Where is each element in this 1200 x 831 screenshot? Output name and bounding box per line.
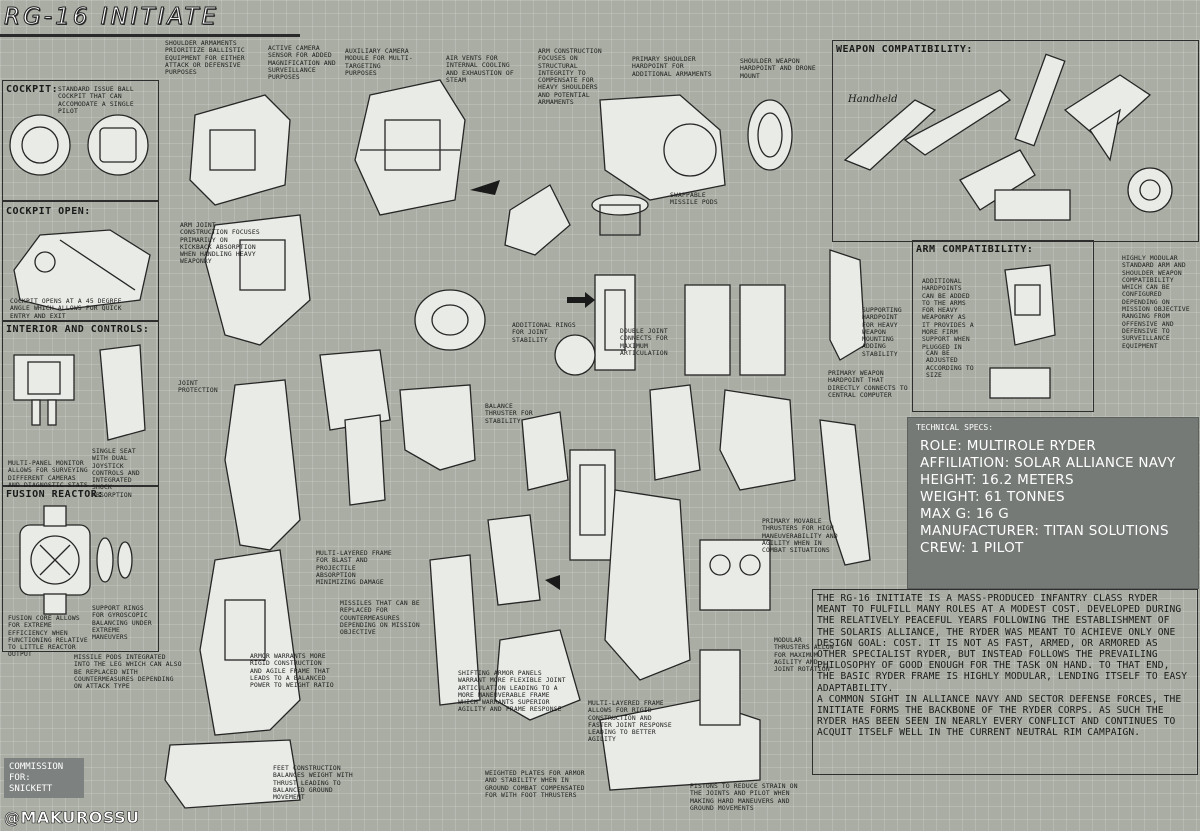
title-underline xyxy=(0,34,300,37)
note-cockpit-seat: STANDARD ISSUE BALL COCKPIT THAT CAN ACC… xyxy=(58,86,134,115)
cockpit-ball-sketch xyxy=(9,114,149,176)
spec-line: CREW: 1 PILOT xyxy=(920,540,1024,556)
cockpit-panel xyxy=(2,80,159,202)
fusion-panel xyxy=(2,485,159,652)
note-multilayered-frame: MULTI-LAYERED FRAME FOR BLAST AND PROJEC… xyxy=(316,550,392,587)
note-armor-warrants: ARMOR WARRANTS MORE RIGID CONSTRUCTION A… xyxy=(250,653,334,690)
note-monitor: MULTI-PANEL MONITOR ALLOWS FOR SURVEYING… xyxy=(8,460,88,489)
fusion-panel-title: FUSION REACTOR: xyxy=(6,489,104,500)
cockpit-panel-title: COCKPIT: xyxy=(6,84,59,95)
note-primary-shoulder: PRIMARY SHOULDER HARDPOINT FOR ADDITIONA… xyxy=(632,56,712,78)
commission-badge: COMMISSION FOR: SNICKETT xyxy=(4,758,84,798)
note-missile-pods-leg: MISSILE PODS INTEGRATED INTO THE LEG WHI… xyxy=(74,654,182,691)
cockpit-open-panel xyxy=(2,200,159,322)
spec-line: HEIGHT: 16.2 METERS xyxy=(920,472,1074,488)
arm-compat-panel xyxy=(912,240,1094,412)
note-missiles: MISSILES THAT CAN BE REPLACED FOR COUNTE… xyxy=(340,600,420,637)
note-arm-construction: ARM CONSTRUCTION FOCUSES ON STRUCTURAL I… xyxy=(538,48,602,107)
note-arm-joint: ARM JOINT CONSTRUCTION FOCUSES PRIMARILY… xyxy=(180,222,260,266)
note-swappable-missile: SWAPPABLE MISSILE PODS xyxy=(670,192,718,207)
page-title: RG-16 INITIATE xyxy=(4,4,219,31)
central-parts-sketch xyxy=(414,184,866,376)
note-pistons: PISTONS TO REDUCE STRAIN ON THE JOINTS A… xyxy=(690,783,798,812)
note-cockpit-open: COCKPIT OPENS AT A 45 DEGREE ANGLE WHICH… xyxy=(10,298,122,320)
cockpit-open-sketch xyxy=(13,229,151,311)
spec-line: WEIGHT: 61 TONNES xyxy=(920,489,1065,505)
handheld-label: Handheld xyxy=(848,94,898,105)
description-panel: THE RG-16 INITIATE IS A MASS-PRODUCED IN… xyxy=(812,589,1198,775)
note-shifting-armor: SHIFTING ARMOR PANELS WARRANT MORE FLEXI… xyxy=(458,670,566,714)
interior-panel-title: INTERIOR AND CONTROLS: xyxy=(6,324,150,335)
direction-arrows xyxy=(470,180,595,590)
note-air-vents: AIR VENTS FOR INTERNAL COOLING AND EXHAU… xyxy=(446,55,514,84)
note-auxiliary-camera: AUXILIARY CAMERA MODULE FOR MULTI-TARGET… xyxy=(345,48,413,77)
note-feet-construction: FEET CONSTRUCTION BALANCES WEIGHT WITH T… xyxy=(273,765,353,802)
note-multilayered-leg: MULTI-LAYERED FRAME ALLOWS FOR RIGID CON… xyxy=(588,700,672,744)
spec-line: MANUFACTURER: TITAN SOLUTIONS xyxy=(920,523,1169,539)
head-torso-sketch xyxy=(354,79,793,216)
spec-line: MAX G: 16 G xyxy=(920,506,1009,522)
note-primary-movable: PRIMARY MOVABLE THRUSTERS FOR HIGH MANEU… xyxy=(762,518,838,555)
interior-panel xyxy=(2,320,159,487)
reactor-sketch xyxy=(19,505,133,615)
note-shoulder-armaments: SHOULDER ARMAMENTS PRIORITIZE BALLISTIC … xyxy=(165,40,245,77)
weapon-compat-panel xyxy=(832,40,1199,242)
note-support-rings: SUPPORT RINGS FOR GYROSCOPIC BALANCING U… xyxy=(92,605,152,642)
right-leg-sketch xyxy=(494,489,771,791)
description-paragraph-2: A COMMON SIGHT IN ALLIANCE NAVY AND SECT… xyxy=(817,693,1182,739)
note-modular-thrusters: MODULAR THRUSTERS ALLOW FOR MAXIMUM AGIL… xyxy=(774,637,834,674)
note-additional-rings: ADDITIONAL RINGS FOR JOINT STABILITY xyxy=(512,322,576,344)
cockpit-open-panel-title: COCKPIT OPEN: xyxy=(6,206,91,217)
description-paragraph-1: THE RG-16 INITIATE IS A MASS-PRODUCED IN… xyxy=(817,593,1188,694)
note-primary-weapon: PRIMARY WEAPON HARDPOINT THAT DIRECTLY C… xyxy=(828,370,908,399)
torso-middle-sketch xyxy=(319,349,871,566)
note-double-joint: DOUBLE JOINT CONNECTS FOR MAXIMUM ARTICU… xyxy=(620,328,668,357)
note-seat: SINGLE SEAT WITH DUAL JOYSTICK CONTROLS … xyxy=(92,448,140,499)
interior-sketch xyxy=(13,344,146,441)
note-shoulder-weapon: SHOULDER WEAPON HARDPOINT AND DRONE MOUN… xyxy=(740,58,816,80)
note-joint-protection: JOINT PROTECTION xyxy=(178,380,218,395)
note-can-be-adjusted: CAN BE ADJUSTED ACCORDING TO SIZE xyxy=(926,350,974,379)
note-additional-hardpoints: ADDITIONAL HARDPOINTS CAN BE ADDED TO TH… xyxy=(922,278,974,351)
spec-line: ROLE: MULTIROLE RYDER xyxy=(920,438,1097,454)
arm-compat-sketch xyxy=(989,264,1056,399)
note-fusion-core: FUSION CORE ALLOWS FOR EXTREME EFFICIENC… xyxy=(8,615,88,659)
artist-handle: @MAKUROSSU xyxy=(4,808,140,828)
note-active-camera: ACTIVE CAMERA SENSOR FOR ADDED MAGNIFICA… xyxy=(268,45,336,82)
note-balance-thruster: BALANCE THRUSTER FOR STABILITY xyxy=(485,403,533,425)
note-weighted-plates: WEIGHTED PLATES FOR ARMOR AND STABILITY … xyxy=(485,770,585,799)
commission-line-2: SNICKETT xyxy=(9,784,53,794)
left-shoulder-sketch xyxy=(189,94,311,346)
weapon-compat-title: WEAPON COMPATIBILITY: xyxy=(836,44,973,55)
note-supporting-hardpoint: SUPPORTING HARDPOINT FOR HEAVY WEAPON MO… xyxy=(862,307,902,358)
left-leg-sketch xyxy=(164,379,541,809)
weapons-sketch xyxy=(843,53,1173,221)
specs-heading: TECHNICAL SPECS: xyxy=(916,423,994,432)
spec-line: AFFILIATION: SOLAR ALLIANCE NAVY xyxy=(920,455,1176,471)
commission-line-1: COMMISSION FOR: xyxy=(9,762,64,783)
arm-compat-title: ARM COMPATIBILITY: xyxy=(916,244,1034,255)
note-highly-modular: HIGHLY MODULAR STANDARD ARM AND SHOULDER… xyxy=(1122,255,1190,350)
